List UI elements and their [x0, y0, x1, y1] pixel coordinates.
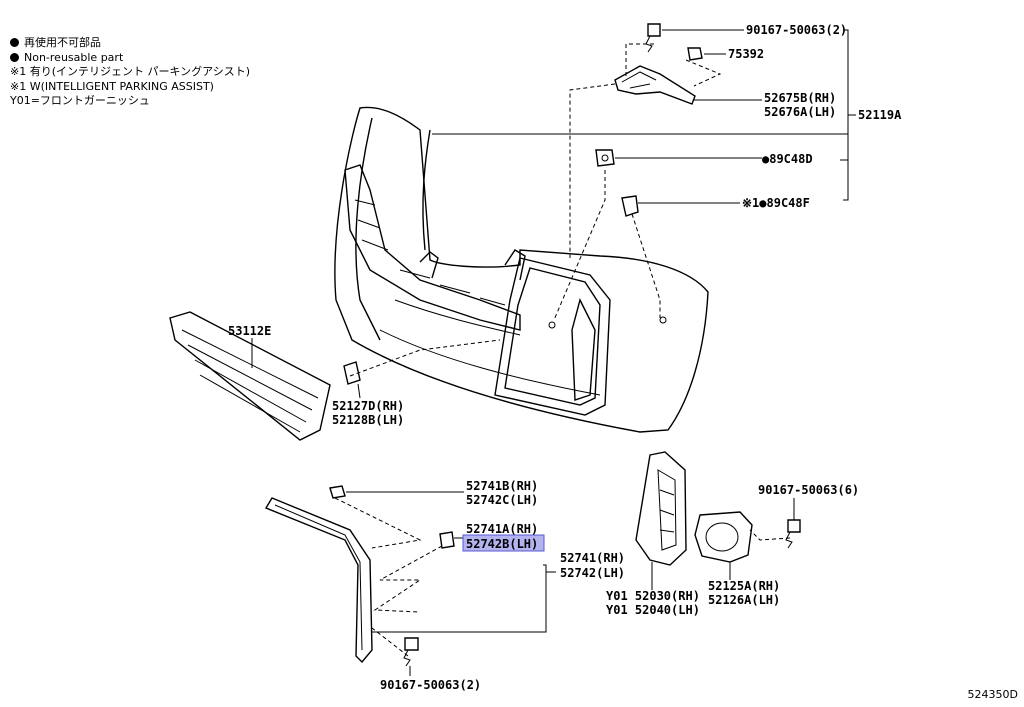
- molding-clip-lower[interactable]: [439, 531, 455, 549]
- label-52742[interactable]: 52742(LH): [560, 566, 625, 580]
- label-52119a[interactable]: 52119A: [858, 108, 902, 122]
- label-52040[interactable]: Y01 52040(LH): [606, 603, 700, 617]
- clip-89c48d[interactable]: [595, 149, 615, 167]
- molding-clip-upper[interactable]: [329, 485, 346, 499]
- legend-y01: Y01=フロントガーニッシュ: [10, 94, 150, 107]
- front-garnish[interactable]: [635, 451, 687, 566]
- legend-en-non-reusable: Non-reusable part: [10, 51, 250, 66]
- label-52675b[interactable]: 52675B(RH): [764, 91, 836, 105]
- label-89c48f[interactable]: ※1●89C48F: [742, 196, 810, 210]
- dashed-assembly-lines: [334, 43, 791, 657]
- label-52127d[interactable]: 52127D(RH): [332, 399, 404, 413]
- legend-jp-ipa: ※1 有り(インテリジェント パーキングアシスト): [10, 65, 251, 78]
- label-90167-top[interactable]: 90167-50063(2): [746, 23, 847, 37]
- label-90167-right[interactable]: 90167-50063(6): [758, 483, 859, 497]
- label-52676a[interactable]: 52676A(LH): [764, 105, 836, 119]
- label-52126a[interactable]: 52126A(LH): [708, 593, 780, 607]
- legend: 再使用不可部品 Non-reusable part ※1 有り(インテリジェント…: [10, 36, 250, 109]
- fog-lamp-cover[interactable]: [694, 511, 753, 563]
- label-52128b[interactable]: 52128B(LH): [332, 413, 404, 427]
- label-90167-bottom[interactable]: 90167-50063(2): [380, 678, 481, 692]
- label-52125a[interactable]: 52125A(RH): [708, 579, 780, 593]
- lower-grille[interactable]: [169, 311, 331, 441]
- label-52742b[interactable]: 52742B(LH): [466, 537, 538, 551]
- leader-lines: [251, 29, 856, 676]
- label-75392[interactable]: 75392: [728, 47, 764, 61]
- bumper-right-opening: [494, 257, 667, 416]
- label-52741a[interactable]: 52741A(RH): [466, 522, 538, 536]
- clip-89c48f[interactable]: [621, 195, 639, 217]
- legend-en-ipa: ※1 W(INTELLIGENT PARKING ASSIST): [10, 79, 214, 93]
- screw-top[interactable]: [645, 23, 661, 53]
- label-53112e[interactable]: 53112E: [228, 324, 271, 338]
- clip-75392[interactable]: [687, 47, 703, 61]
- screw-bottom[interactable]: [403, 637, 419, 667]
- part-labels: 90167-50063(2) 75392 52675B(RH) 52676A(L…: [228, 23, 902, 692]
- diagram-code: 524350D: [967, 688, 1018, 701]
- label-52741b[interactable]: 52741B(RH): [466, 479, 538, 493]
- selected-part-highlight: [462, 534, 545, 552]
- screw-right[interactable]: [785, 519, 801, 549]
- filled-circle-icon: [10, 52, 19, 62]
- filled-circle-icon: [10, 38, 19, 47]
- label-89c48d[interactable]: ●89C48D: [762, 152, 813, 166]
- bumper-bracket[interactable]: [614, 65, 696, 105]
- label-52741[interactable]: 52741(RH): [560, 551, 625, 565]
- label-52742c[interactable]: 52742C(LH): [466, 493, 538, 507]
- side-molding[interactable]: [264, 497, 373, 664]
- grille-bracket[interactable]: [343, 361, 361, 385]
- legend-jp-non-reusable: 再使用不可部品: [10, 36, 250, 51]
- label-52030[interactable]: Y01 52030(RH): [606, 589, 700, 603]
- bumper-inner-frame: [344, 164, 526, 331]
